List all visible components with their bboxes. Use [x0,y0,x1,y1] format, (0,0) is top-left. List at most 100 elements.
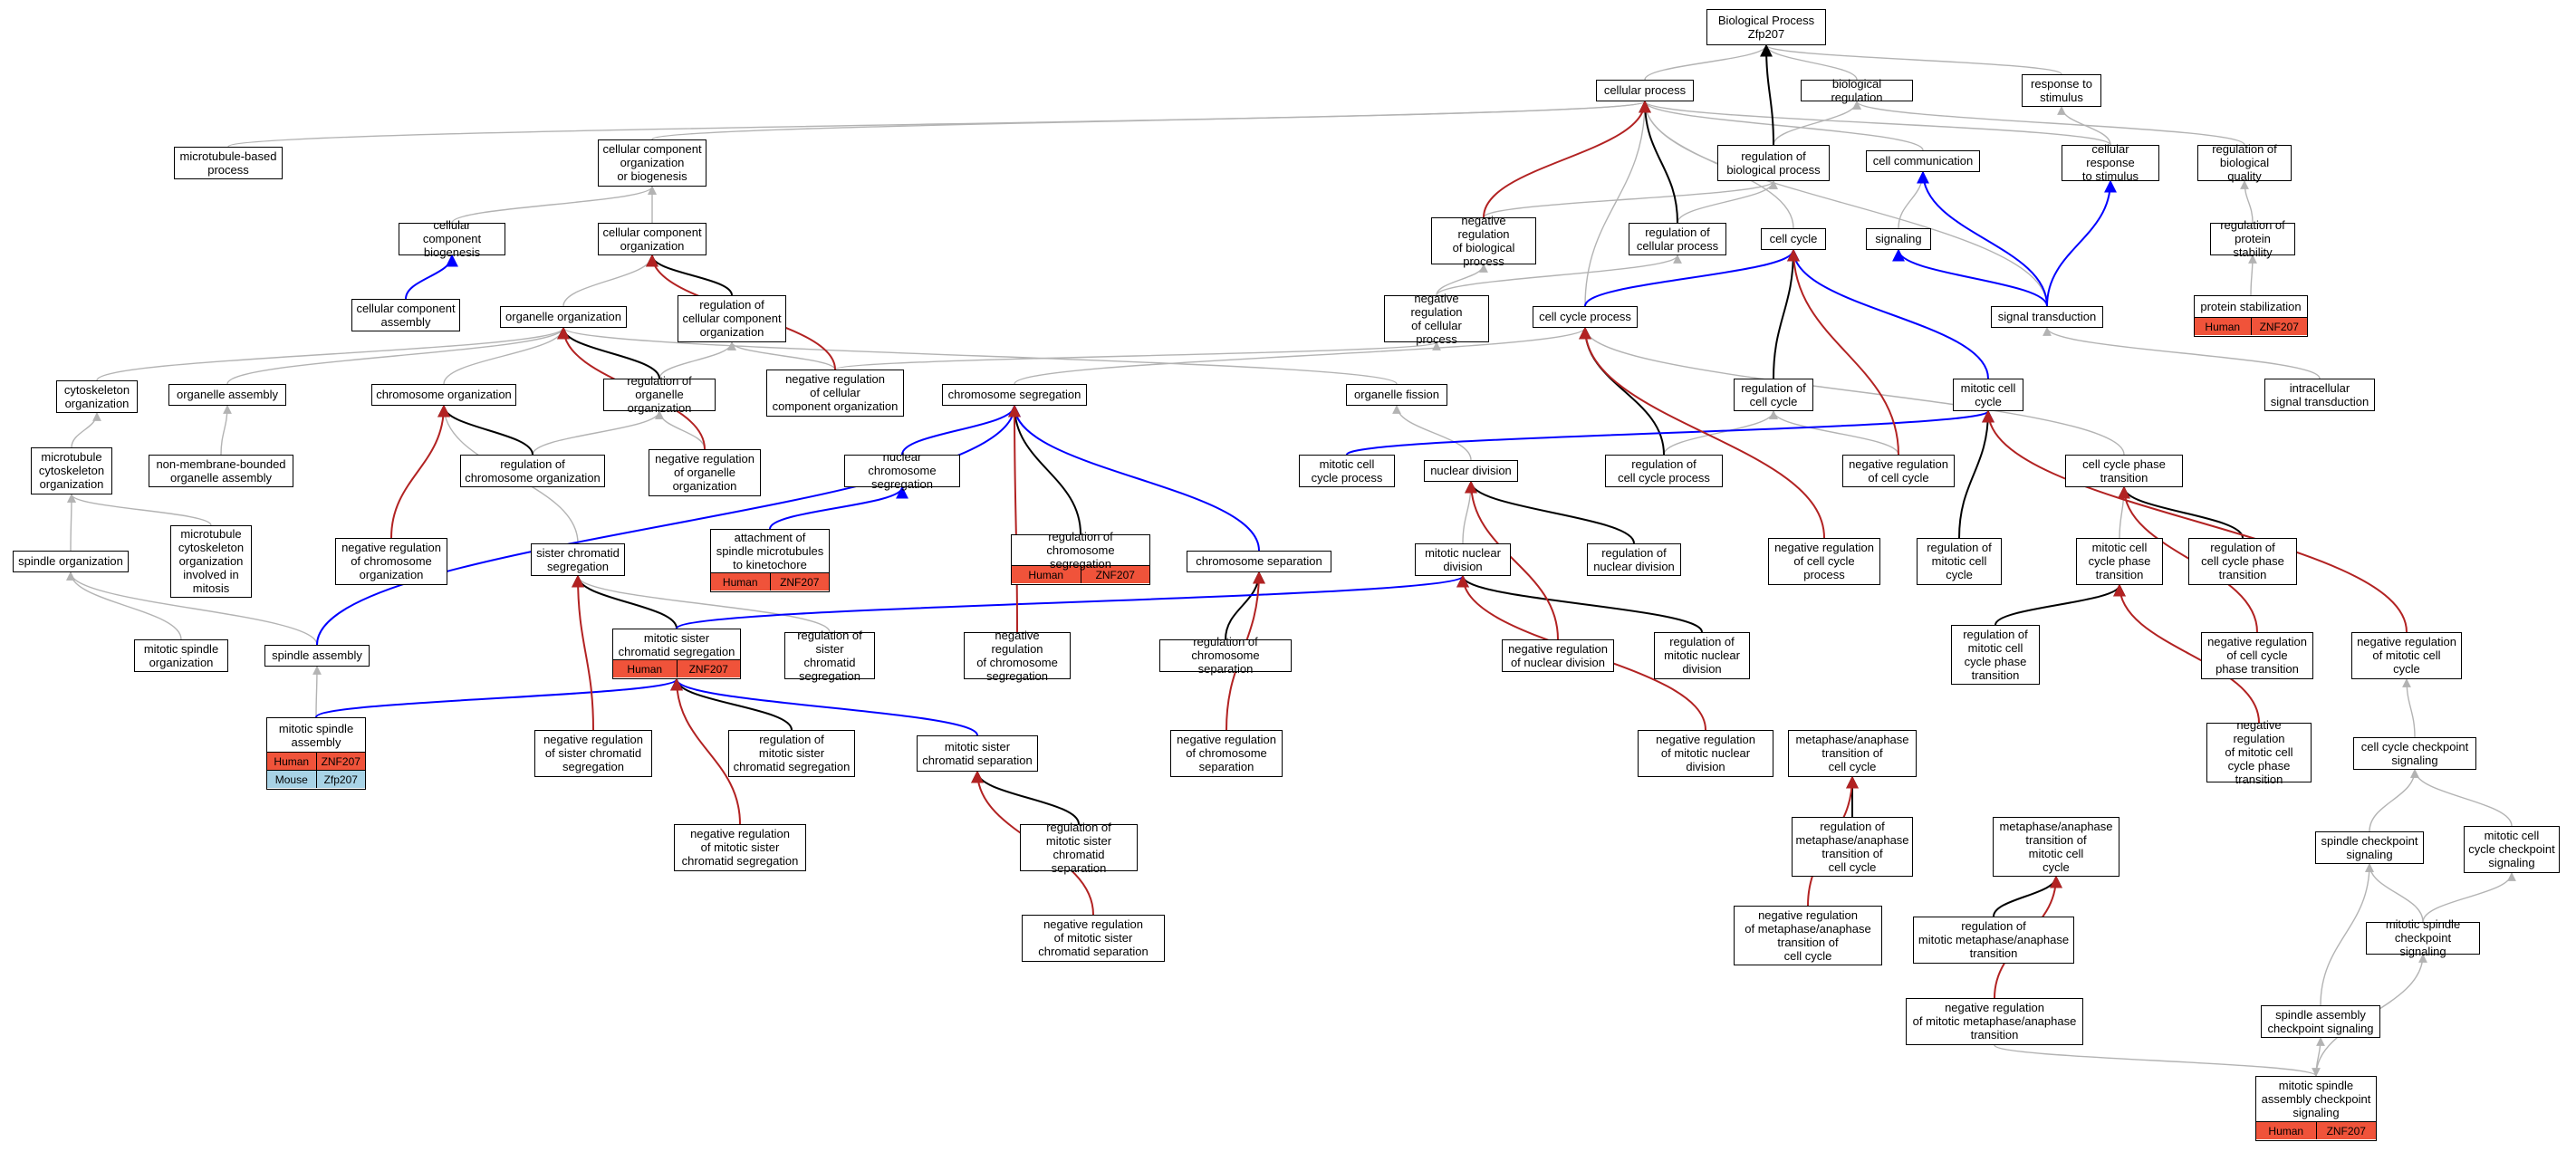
go-term-node[interactable]: negative regulation of sister chromatid … [534,730,652,777]
go-term-node[interactable]: signaling [1866,228,1931,250]
go-term-node[interactable]: regulation of sister chromatid segregati… [784,629,875,683]
go-term-node[interactable]: negative regulation of cellular process [1384,292,1489,346]
go-term-node[interactable]: mitotic cell cycle checkpoint signaling [2464,826,2560,873]
go-term-node[interactable]: regulation of biological quality [2197,142,2292,183]
go-term-node[interactable]: mitotic spindle assembly checkpoint sign… [2255,1076,2377,1141]
go-term-node[interactable]: negative regulation of chromosome segreg… [964,629,1071,683]
go-term-node[interactable]: spindle checkpoint signaling [2315,831,2424,864]
go-term-node[interactable]: regulation of organelle organization [603,374,716,415]
go-term-node[interactable]: cellular process [1596,80,1694,101]
go-term-node[interactable]: negative regulation of biological proces… [1431,213,1536,268]
go-term-node[interactable]: negative regulation of mitotic cell cycl… [2351,632,2462,679]
go-term-node[interactable]: negative regulation of mitotic sister ch… [1022,915,1165,962]
go-term-node[interactable]: microtubule cytoskeleton organization in… [170,525,252,598]
go-term-node[interactable]: cellular component organization or bioge… [598,139,706,187]
go-term-node[interactable]: cell cycle phase transition [2065,455,2183,487]
go-term-node[interactable]: cytoskeleton organization [56,380,138,413]
go-term-node[interactable]: sister chromatid segregation [531,543,625,576]
go-term-node[interactable]: negative regulation of mitotic metaphase… [1906,998,2083,1045]
go-term-node[interactable]: regulation of nuclear division [1587,543,1681,576]
go-term-node[interactable]: nuclear chromosome segregation [844,450,960,491]
go-term-node[interactable]: negative regulation of mitotic cell cycl… [2206,718,2312,786]
go-term-node[interactable]: regulation of mitotic sister chromatid s… [728,730,855,777]
edge-is-a [1436,264,1488,296]
go-term-node[interactable]: spindle assembly [264,645,370,667]
go-term-node[interactable]: regulation of cell cycle process [1605,455,1723,487]
go-term-node[interactable]: cellular component organization [598,223,706,255]
go-term-node[interactable]: negative regulation of metaphase/anaphas… [1734,906,1882,965]
go-term-node[interactable]: cell cycle checkpoint signaling [2353,737,2476,770]
go-term-node[interactable]: nuclear division [1424,460,1518,482]
go-term-node[interactable]: negative regulation of chromosome separa… [1170,730,1283,777]
go-term-node[interactable]: cellular component biogenesis [399,218,505,259]
go-term-node[interactable]: mitotic cell cycle process [1299,455,1395,487]
go-term-node[interactable]: negative regulation of cell cycle phase … [2201,632,2313,679]
edge-is-a [1994,1044,2321,1077]
go-term-node[interactable]: chromosome separation [1187,551,1331,572]
go-term-node[interactable]: mitotic spindle checkpoint signaling [2366,917,2480,958]
go-term-node[interactable]: mitotic cell cycle phase transition [2076,538,2163,585]
go-term-node[interactable]: microtubule-based process [174,147,283,179]
go-term-node[interactable]: regulation of mitotic cell cycle [1917,538,2002,585]
go-term-node[interactable]: non-membrane-bounded organelle assembly [149,455,293,487]
go-term-node[interactable]: regulation of mitotic sister chromatid s… [1020,821,1138,875]
go-term-node[interactable]: negative regulation of chromosome organi… [335,538,447,585]
go-term-node[interactable]: regulation of cellular process [1629,223,1726,255]
go-term-node[interactable]: regulation of cellular component organiz… [678,295,786,342]
go-term-node[interactable]: negative regulation of mitotic nuclear d… [1638,730,1773,777]
go-term-label: chromosome separation [1196,554,1322,568]
go-term-node[interactable]: regulation of chromosome organization [460,455,605,487]
go-term-node[interactable]: organelle organization [500,306,627,328]
go-term-node[interactable]: response to stimulus [2022,74,2101,107]
go-term-node[interactable]: mitotic nuclear division [1415,543,1511,576]
go-term-node[interactable]: negative regulation of nuclear division [1502,639,1614,672]
go-term-node[interactable]: negative regulation of mitotic sister ch… [674,824,806,871]
edge-is-a [532,410,664,456]
go-term-node[interactable]: cell cycle process [1533,306,1638,328]
go-term-node[interactable]: regulation of metaphase/anaphase transit… [1792,817,1913,877]
go-term-node[interactable]: regulation of cell cycle [1734,379,1813,411]
go-term-node[interactable]: organelle fission [1346,384,1447,406]
go-term-node[interactable]: mitotic sister chromatid separation [917,735,1038,772]
go-term-node[interactable]: regulation of chromosome separation [1159,635,1292,676]
go-term-node[interactable]: biological regulation [1801,77,1913,104]
go-term-node[interactable]: intracellular signal transduction [2264,379,2375,411]
go-term-node[interactable]: microtubule cytoskeleton organization [31,447,112,494]
go-term-node[interactable]: chromosome organization [371,384,516,406]
go-term-node[interactable]: chromosome segregation [942,384,1087,406]
go-term-node[interactable]: cellular component assembly [351,299,460,331]
go-term-node[interactable]: Biological Process Zfp207 [1706,9,1826,45]
go-term-node[interactable]: metaphase/anaphase transition of cell cy… [1788,730,1917,777]
go-term-node[interactable]: mitotic cell cycle [1953,379,2023,411]
go-term-label: spindle organization [18,554,123,568]
go-term-node[interactable]: negative regulation of organelle organiz… [649,449,761,496]
go-term-node[interactable]: mitotic spindle organization [134,639,228,672]
go-term-node[interactable]: regulation of mitotic nuclear division [1654,632,1750,679]
go-term-node[interactable]: signal transduction [1991,306,2103,328]
edge-part-of [1639,100,1678,224]
go-term-node[interactable]: organelle assembly [168,384,286,406]
go-term-label: negative regulation of biological proces… [1452,213,1515,268]
go-term-node[interactable]: spindle organization [13,551,129,572]
go-term-node[interactable]: negative regulation of cell cycle proces… [1768,538,1880,585]
go-term-node[interactable]: cellular response to stimulus [2062,142,2159,183]
go-term-node[interactable]: regulation of protein stability [2210,218,2295,259]
go-term-node[interactable]: regulation of mitotic cell cycle phase t… [1951,625,2040,685]
go-term-node[interactable]: regulation of cell cycle phase transitio… [2188,538,2297,585]
go-term-node[interactable]: negative regulation of cell cycle [1842,455,1955,487]
go-term-label: mitotic spindle assembly checkpoint sign… [2261,1079,2371,1119]
go-term-node[interactable]: regulation of mitotic metaphase/anaphase… [1913,917,2074,964]
go-term-node[interactable]: spindle assembly checkpoint signaling [2261,1005,2380,1038]
edge-regulates [1892,248,2048,307]
go-term-node[interactable]: metaphase/anaphase transition of mitotic… [1993,817,2119,877]
go-term-node[interactable]: attachment of spindle microtubules to ki… [710,529,830,592]
go-term-node[interactable]: cell cycle [1761,228,1826,250]
go-term-node[interactable]: regulation of biological process [1717,145,1830,181]
go-term-node[interactable]: cell communication [1866,150,1980,172]
go-term-node[interactable]: negative regulation of cellular componen… [766,370,904,417]
